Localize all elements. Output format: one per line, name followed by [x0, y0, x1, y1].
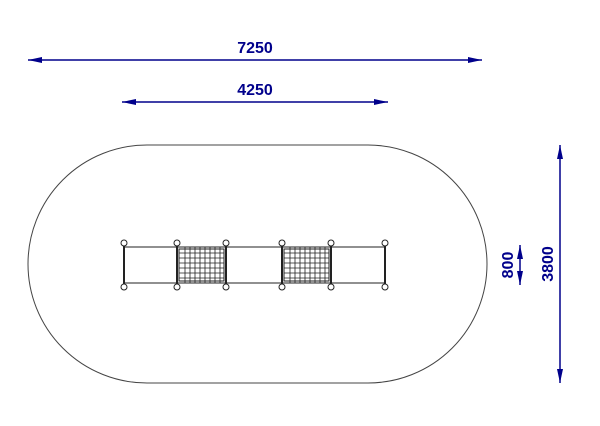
safety-area-outline — [27, 144, 488, 384]
post-icon — [327, 283, 335, 291]
overall-width-label: 3800 — [540, 246, 557, 282]
post-icon — [120, 283, 128, 291]
climbing-net — [178, 247, 225, 283]
post-icon — [278, 239, 286, 247]
equipment-length-label: 4250 — [237, 82, 273, 99]
equipment-width-label: 800 — [500, 252, 517, 279]
overall-length-label: 7250 — [237, 40, 273, 57]
equipment-plan — [120, 239, 389, 291]
post-icon — [173, 283, 181, 291]
post-icon — [173, 239, 181, 247]
post-icon — [222, 239, 230, 247]
post-icon — [327, 239, 335, 247]
post-icon — [222, 283, 230, 291]
climbing-net — [283, 247, 330, 283]
post-icon — [120, 239, 128, 247]
post-icon — [278, 283, 286, 291]
post-icon — [381, 283, 389, 291]
post-icon — [381, 239, 389, 247]
